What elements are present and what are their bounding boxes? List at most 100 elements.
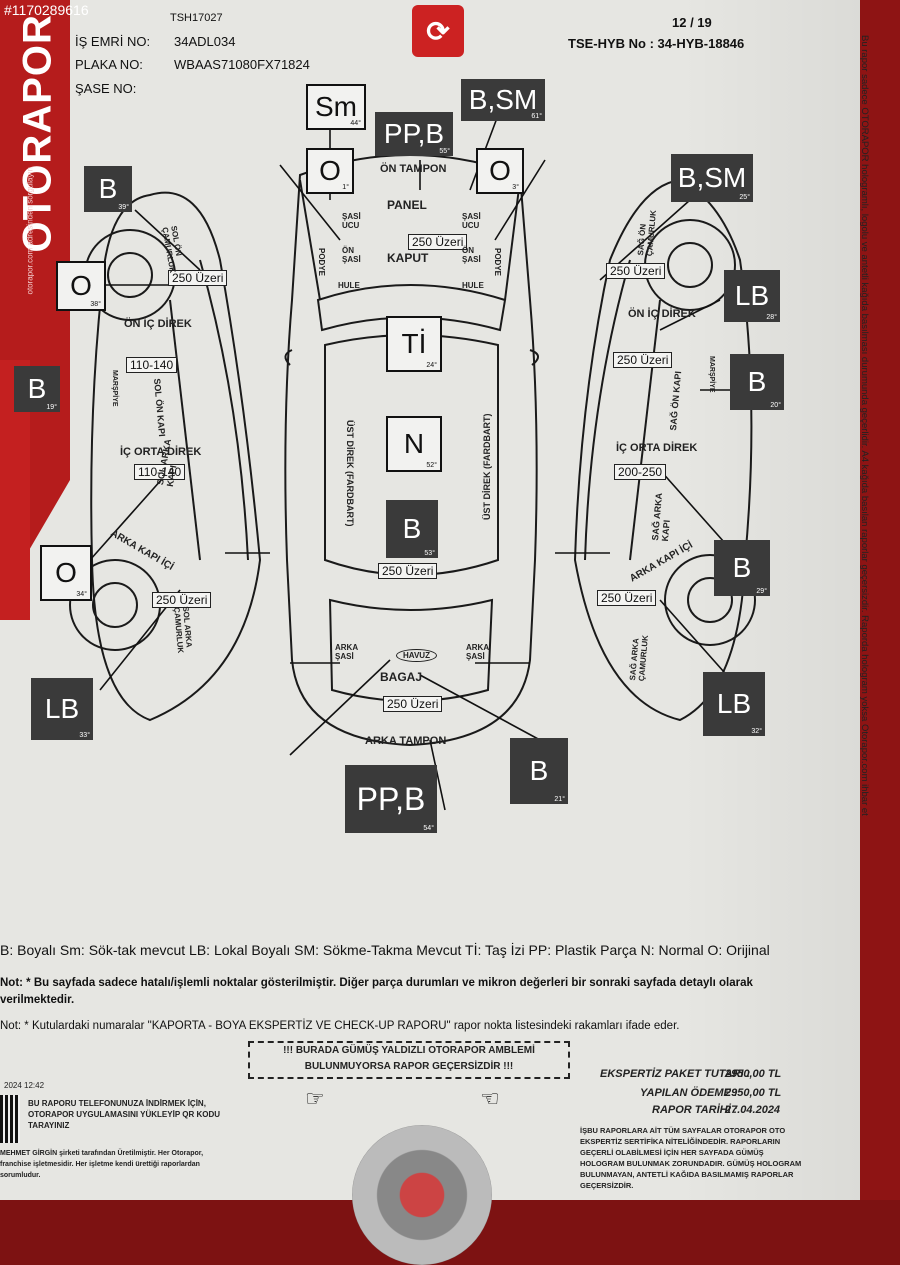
page-number: 12 / 19: [672, 15, 712, 30]
tag-text: B: [27, 373, 47, 404]
tag-tavan-on: Tİ 24°: [386, 316, 442, 372]
tag-text: Sm: [315, 91, 357, 122]
label-sasi-ucu-right: ŞASİ UCU: [462, 212, 481, 230]
tag-degree: 33°: [79, 732, 90, 739]
label-panel: PANEL: [387, 198, 427, 212]
tag-degree: 53°: [424, 550, 435, 557]
tag-degree: 54°: [423, 825, 434, 832]
tag-text: Tİ: [401, 328, 427, 359]
yapilan-odeme-label: YAPILAN ÖDEME :: [640, 1087, 738, 1099]
tag-degree: 55°: [439, 148, 450, 155]
note-kutu-numaralari: Not: * Kutulardaki numaralar "KAPORTA - …: [0, 1020, 680, 1032]
is-emri-value: 34ADL034: [174, 34, 236, 49]
value-sol-on-kapi: 110-140: [126, 357, 178, 373]
label-ust-direk-left: ÜST DİREK (FARDBART): [345, 420, 355, 527]
value-sol-arka-camurluk: 250 Üzeri: [152, 592, 212, 608]
tag-sol-arka-kapi: O 34°: [40, 545, 92, 601]
label-arka-sasi-left: ARKA ŞASİ: [335, 643, 358, 661]
value-sag-arka-camurluk: 250 Üzeri: [597, 590, 657, 606]
qr-code-icon: [0, 1095, 20, 1143]
tag-degree: 25°: [739, 194, 750, 201]
label-on-sasi-left: ÖN ŞASİ: [342, 246, 361, 264]
note-hatali-noktalar: Not: * Bu sayfada sadece hatalı/işlemli …: [0, 977, 753, 1006]
tag-sol-arka-camurluk: LB 33°: [31, 678, 93, 740]
tag-degree: 3°: [512, 184, 519, 191]
tag-degree: 61°: [531, 113, 542, 120]
tag-bagaj: B 21°: [510, 738, 568, 804]
value-sol-arka-kapi: 110-140: [134, 464, 186, 480]
otorapor-logo-icon: ⟳: [412, 5, 464, 57]
label-marspiye-left: MARŞPİYE: [111, 370, 118, 407]
tag-degree: 24°: [426, 362, 437, 369]
tag-degree: 38°: [90, 301, 101, 308]
background-edge: [860, 0, 900, 1200]
tag-text: B: [98, 173, 118, 204]
label-marspiye-right: MARŞPİYE: [708, 356, 715, 393]
label-hule-right: HULE: [462, 281, 484, 290]
label-ic-orta-direk-left: İÇ ORTA DİREK: [120, 446, 202, 458]
tag-text: B: [529, 755, 549, 786]
value-sag-on-camurluk: 250 Üzeri: [606, 263, 666, 279]
top-code: TSH17027: [170, 12, 223, 24]
value-sol-on-camurluk: 250 Üzeri: [168, 270, 228, 286]
rapor-tarihi-label: RAPOR TARİHİ :: [652, 1104, 738, 1116]
tag-text: N: [403, 428, 425, 459]
label-podye-right: PODYE: [493, 248, 502, 277]
label-kaput: KAPUT: [387, 251, 429, 265]
value-sag-on-kapi: 250 Üzeri: [613, 352, 673, 368]
tag-text: B: [402, 513, 422, 544]
tag-arka-tampon: PP,B 54°: [345, 765, 437, 833]
franchise-note: MEHMET GİRGİN şirketi tarafından Üretilm…: [0, 1150, 204, 1179]
label-havuz: HAVUZ: [396, 649, 437, 662]
label-arka-sasi-right: ARKA ŞASİ: [466, 643, 489, 661]
tag-degree: 1°: [342, 184, 349, 191]
label-ic-orta-direk-right: İÇ ORTA DİREK: [616, 442, 698, 454]
tag-sag-arka-camurluk: LB 32°: [703, 672, 765, 736]
label-on-sasi-right: ÖN ŞASİ: [462, 246, 481, 264]
label-on-tampon: ÖN TAMPON: [380, 163, 447, 175]
tag-text: LB: [44, 693, 80, 724]
tag-degree: 28°: [766, 314, 777, 321]
label-podye-left: PODYE: [317, 248, 326, 277]
paket-tutari-label: EKSPERTİZ PAKET TUTARI :: [600, 1068, 751, 1080]
tag-text: O: [70, 270, 92, 301]
tag-text: LB: [716, 688, 752, 719]
label-on-ic-direk-left: ÖN İÇ DİREK: [124, 318, 192, 330]
paket-tutari-value: 2950,00 TL: [725, 1068, 782, 1080]
tag-text: B,SM: [468, 84, 538, 115]
value-tavan: 250 Üzeri: [378, 563, 438, 579]
hologram-warning: !!! BURADA GÜMÜŞ YALDIZLI OTORAPOR AMBLE…: [248, 1041, 570, 1079]
tag-text: PP,B: [356, 780, 426, 817]
label-hule-left: HULE: [338, 281, 360, 290]
rapor-tarihi-value: 27.04.2024: [725, 1104, 781, 1116]
label-ust-direk-right: ÜST DİREK (FARDBART): [482, 413, 492, 521]
tag-text: PP,B: [383, 118, 445, 149]
silver-hologram-emblem: [352, 1125, 492, 1265]
value-bagaj: 250 Üzeri: [383, 696, 443, 712]
tag-text: LB: [734, 280, 770, 311]
tse-hyb-number: TSE-HYB No : 34-HYB-18846: [568, 36, 745, 51]
tag-sag-on-direk: LB 28°: [724, 270, 780, 322]
tag-degree: 19°: [46, 404, 57, 411]
pointing-hand-left-icon: ☞: [305, 1086, 325, 1111]
tag-degree: 21°: [554, 796, 565, 803]
legal-note: İŞBU RAPORLARA AİT TÜM SAYFALAR OTORAPOR…: [580, 1126, 802, 1190]
qr-instructions: BU RAPORU TELEFONUNUZA İNDİRMEK İÇİN, OT…: [28, 1099, 221, 1130]
sase-label: ŞASE NO:: [75, 81, 137, 96]
tag-degree: 34°: [76, 591, 87, 598]
print-time: 2024 12:42: [4, 1081, 45, 1090]
is-emri-label: İŞ EMRİ NO:: [75, 34, 151, 49]
tag-degree: 32°: [751, 728, 762, 735]
tag-text: O: [55, 557, 77, 588]
value-sag-arka-kapi: 200-250: [614, 464, 667, 480]
tag-text: B,SM: [677, 162, 747, 193]
